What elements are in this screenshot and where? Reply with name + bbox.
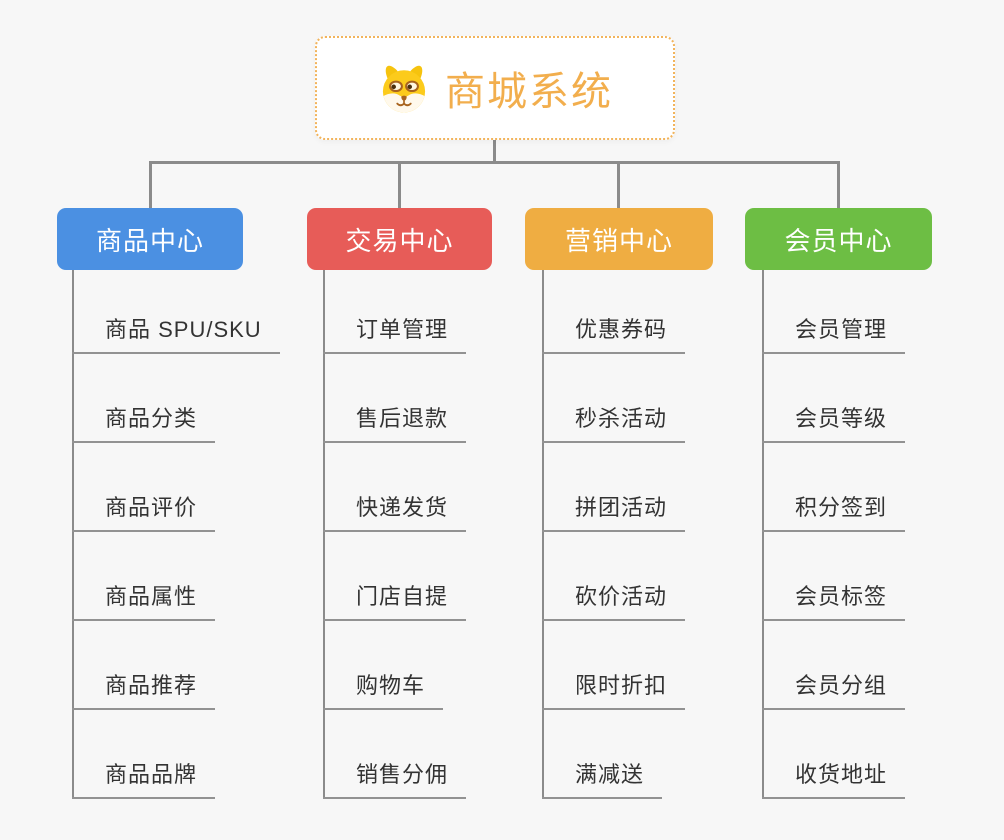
topic-item[interactable]: 快递发货: [323, 492, 467, 532]
topic-item[interactable]: 商品 SPU/SKU: [72, 314, 280, 354]
topic-item[interactable]: 售后退款: [323, 403, 467, 443]
topic-item[interactable]: 会员等级: [762, 403, 906, 443]
trunk-branch-1: [72, 270, 74, 799]
topic-item[interactable]: 收货地址: [762, 759, 906, 799]
topic-item[interactable]: 会员分组: [762, 670, 906, 710]
topic-item[interactable]: 商品推荐: [72, 670, 216, 710]
topic-item[interactable]: 会员标签: [762, 581, 906, 621]
connector-root-drop: [493, 139, 496, 163]
topic-item[interactable]: 限时折扣: [542, 670, 686, 710]
branch-header-marketing[interactable]: 营销中心: [525, 208, 713, 270]
branch-header-trade[interactable]: 交易中心: [307, 208, 492, 270]
topic-item[interactable]: 满减送: [542, 759, 663, 799]
topic-item[interactable]: 拼团活动: [542, 492, 686, 532]
branch-header-member[interactable]: 会员中心: [745, 208, 932, 270]
connector-drop-branch-2: [398, 161, 401, 209]
topic-item[interactable]: 优惠券码: [542, 314, 686, 354]
dog-face-icon: [382, 65, 426, 113]
topic-item[interactable]: 商品分类: [72, 403, 216, 443]
topic-item[interactable]: 销售分佣: [323, 759, 467, 799]
topic-item[interactable]: 商品评价: [72, 492, 216, 532]
branch-header-product[interactable]: 商品中心: [57, 208, 243, 270]
trunk-branch-4: [762, 270, 764, 799]
trunk-branch-3: [542, 270, 544, 799]
connector-drop-branch-1: [149, 161, 152, 209]
topic-item[interactable]: 商品品牌: [72, 759, 216, 799]
connector-drop-branch-4: [837, 161, 840, 209]
topic-item[interactable]: 会员管理: [762, 314, 906, 354]
topic-item[interactable]: 秒杀活动: [542, 403, 686, 443]
topic-item[interactable]: 积分签到: [762, 492, 906, 532]
topic-item[interactable]: 砍价活动: [542, 581, 686, 621]
topic-item[interactable]: 门店自提: [323, 581, 467, 621]
topic-item[interactable]: 购物车: [323, 670, 444, 710]
topic-item[interactable]: 商品属性: [72, 581, 216, 621]
trunk-branch-2: [323, 270, 325, 799]
root-topic[interactable]: 商城系统: [315, 36, 675, 140]
root-title: 商城系统: [445, 70, 613, 114]
connector-bus: [149, 161, 840, 164]
connector-drop-branch-3: [617, 161, 620, 209]
topic-item[interactable]: 订单管理: [323, 314, 467, 354]
